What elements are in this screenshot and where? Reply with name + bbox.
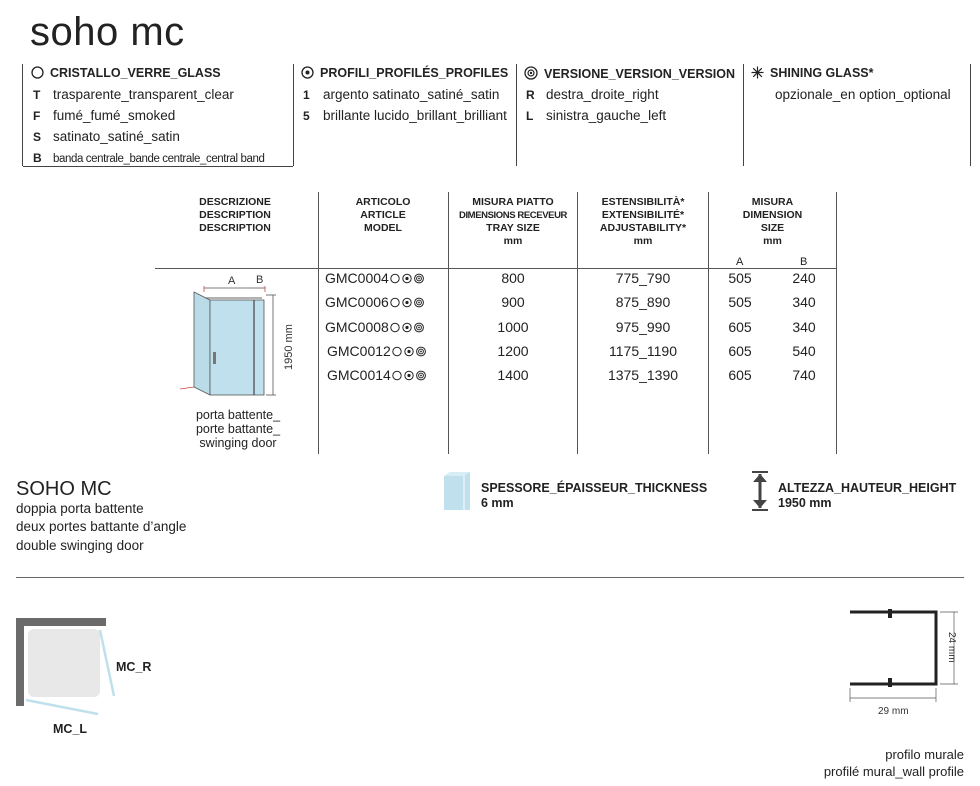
row-b-cell: 240 — [792, 270, 816, 286]
row-tray-cell: 800 — [501, 270, 525, 286]
header-article: ARTICOLO ARTICLE MODEL — [355, 196, 411, 234]
legend-shining-text: opzionale_en option_optional — [775, 87, 951, 102]
profile-height-label: 24 mm — [946, 632, 957, 663]
table-header-rule — [155, 268, 836, 269]
row-code-cell: GMC0008 — [325, 319, 426, 335]
side-panel — [193, 291, 211, 396]
product-line: deux portes battante d’angle — [16, 519, 187, 534]
row-b-cell: 340 — [792, 294, 816, 310]
legend-shining: SHINING GLASS* opzionale_en option_optio… — [743, 64, 971, 166]
height-title: ALTEZZA_HAUTEUR_HEIGHT — [778, 481, 957, 495]
row-tray-cell: 1000 — [497, 319, 529, 335]
row-b-cell: 340 — [792, 319, 816, 335]
dot-circle-icon — [301, 66, 314, 79]
row-code-cell: GMC0004 — [325, 270, 426, 286]
product-line: double swinging door — [16, 538, 144, 553]
option-symbols-icon — [389, 319, 426, 335]
product-name: SOHO MC — [16, 478, 112, 500]
row-tray-cell: 1200 — [497, 343, 529, 359]
circle-icon — [31, 66, 44, 79]
row-adjust-cell: 1175_1190 — [609, 343, 677, 359]
plan-label-right: MC_R — [116, 660, 152, 674]
table-divider — [448, 192, 449, 454]
header-tray-size: MISURA PIATTO DIMENSIONS RECEVEUR TRAY S… — [458, 196, 567, 247]
plan-view-drawing — [16, 618, 116, 716]
drawing-height-label: 1950 mm — [283, 324, 295, 370]
wall-profile-drawing: 24 mm 29 mm — [849, 609, 958, 717]
legend-version-header: VERSIONE_VERSION_VERSION — [524, 66, 735, 81]
legend-divider — [23, 166, 293, 167]
header-adjustability: ESTENSIBILITÀ* EXTENSIBILITÉ* ADJUSTABIL… — [599, 196, 687, 247]
row-a-cell: 605 — [728, 319, 752, 335]
table-divider — [318, 192, 319, 454]
option-symbols-icon — [391, 367, 428, 383]
swinging-door-drawing: A B 1950 mm — [179, 274, 295, 396]
row-code-cell: GMC0006 — [325, 294, 426, 310]
thickness-value: 6 mm — [481, 496, 514, 510]
table-divider — [708, 192, 709, 454]
row-adjust-cell: 975_990 — [615, 319, 671, 335]
row-a-cell: 605 — [728, 343, 752, 359]
drawing-label-a: A — [228, 275, 236, 287]
sparkle-icon — [751, 66, 764, 79]
glass-thickness-icon — [444, 472, 470, 510]
row-code-cell: GMC0012 — [327, 343, 428, 359]
row-b-cell: 540 — [792, 343, 816, 359]
legend-shining-header: SHINING GLASS* — [751, 66, 874, 80]
drawing-label-b: B — [256, 274, 263, 286]
row-code-cell: GMC0014 — [327, 367, 428, 383]
row-adjust-cell: 1375_1390 — [607, 367, 679, 383]
row-tray-cell: 1400 — [497, 367, 529, 383]
thickness-title: SPESSORE_ÉPAISSEUR_THICKNESS — [481, 481, 708, 495]
row-a-cell: 505 — [728, 270, 752, 286]
row-a-cell: 505 — [728, 294, 752, 310]
option-symbols-icon — [391, 343, 428, 359]
profile-caption-2: profilé mural_wall profile — [823, 764, 964, 779]
header-size-b: B — [800, 256, 808, 268]
header-size-a: A — [736, 256, 744, 268]
table-divider — [836, 192, 837, 454]
profile-width-label: 29 mm — [878, 706, 909, 717]
row-adjust-cell: 775_790 — [615, 270, 671, 286]
row-b-cell: 740 — [792, 367, 816, 383]
row-a-cell: 605 — [728, 367, 752, 383]
double-circle-icon — [524, 66, 538, 80]
option-symbols-icon — [389, 270, 426, 286]
plan-label-left: MC_L — [53, 722, 88, 736]
product-line: doppia porta battente — [16, 501, 144, 516]
height-value: 1950 mm — [778, 496, 832, 510]
header-description: DESCRIZIONE DESCRIPTION DESCRIPTION — [199, 196, 271, 234]
legend-glass-header: CRISTALLO_VERRE_GLASS — [31, 66, 221, 80]
table-divider — [577, 192, 578, 454]
section-separator — [16, 577, 964, 578]
door-caption: porta battente_ porte battante_ swinging… — [195, 408, 281, 450]
option-symbols-icon — [389, 294, 426, 310]
header-size: MISURA DIMENSION SIZE mm — [742, 196, 803, 247]
legend-profiles-header: PROFILI_PROFILÉS_PROFILES — [301, 66, 508, 80]
page-title: soho mc — [30, 10, 185, 54]
row-tray-cell: 900 — [501, 294, 525, 310]
profile-caption-1: profilo murale — [885, 747, 964, 762]
front-door-panel — [209, 299, 265, 396]
height-arrow-icon — [752, 471, 768, 511]
row-adjust-cell: 875_890 — [615, 294, 671, 310]
